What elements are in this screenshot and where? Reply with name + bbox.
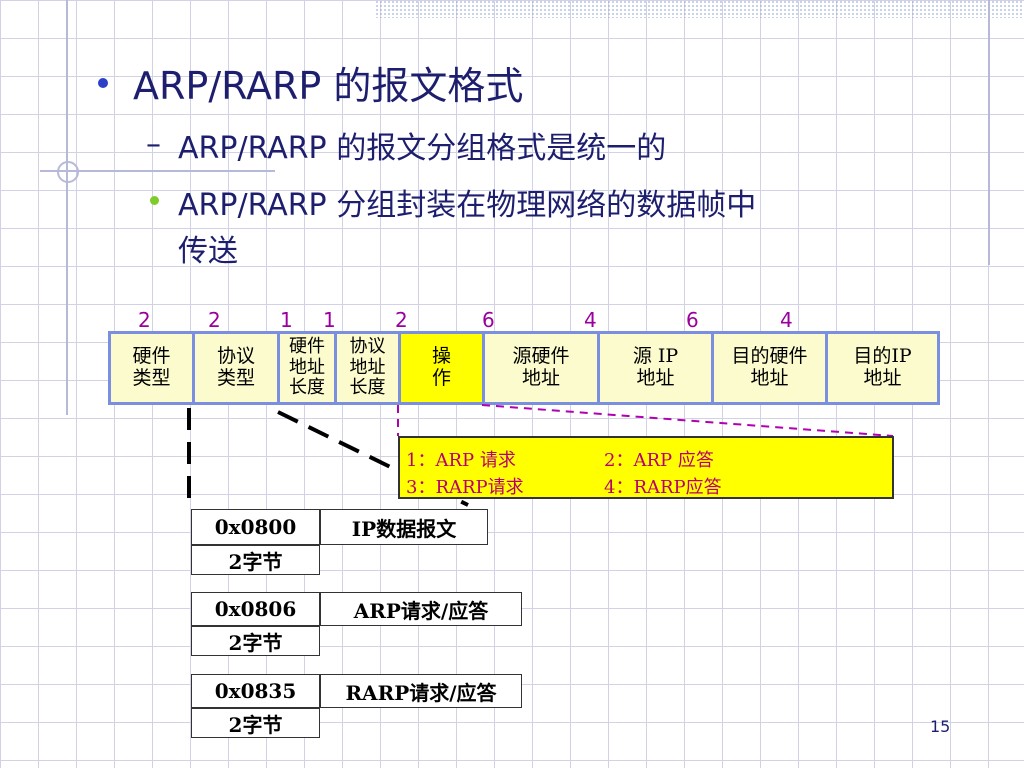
- field-label: 源硬件: [512, 345, 570, 368]
- header-dot-band: [375, 0, 1024, 18]
- op-code-3: 3：RARP请求: [406, 477, 524, 498]
- field-size-8: 6: [686, 308, 699, 332]
- field-size-7: 4: [584, 308, 597, 332]
- field-label: 目的硬件: [731, 345, 808, 368]
- frame-type-payload: IP数据报文: [320, 509, 488, 545]
- field-size-3: 1: [280, 308, 293, 332]
- frame-type-payload: ARP请求/应答: [320, 592, 522, 626]
- field-protocol-address-length: 协议 地址 长度: [334, 334, 398, 402]
- field-label: 协议: [349, 335, 386, 357]
- field-size-1: 2: [138, 308, 151, 332]
- op-code-4: 4：RARP应答: [604, 477, 722, 498]
- sub-bullet-2: ARP/RARP 分组封装在物理网络的数据帧中: [178, 188, 757, 223]
- field-label: 协议: [216, 345, 255, 368]
- field-target-ip-address: 目的IP 地址: [825, 334, 937, 402]
- sub-bullet-2-continued: 传送: [178, 234, 238, 269]
- field-target-hardware-address: 目的硬件 地址: [711, 334, 825, 402]
- field-source-ip-address: 源 IP 地址: [597, 334, 711, 402]
- field-label: 硬件: [289, 335, 325, 357]
- page-number: 15: [930, 717, 951, 736]
- field-operation: 操 作: [398, 334, 482, 402]
- page-title: ARP/RARP 的报文格式: [133, 64, 524, 108]
- field-label: 硬件: [132, 345, 171, 368]
- field-hardware-type: 硬件 类型: [111, 334, 192, 402]
- packet-format-frame: [108, 331, 940, 405]
- field-label: 源 IP: [632, 345, 679, 368]
- field-size-4: 1: [323, 308, 336, 332]
- decorative-circle: [57, 161, 79, 183]
- field-label: 目的IP: [853, 345, 912, 368]
- field-label: 地址: [289, 356, 325, 378]
- field-label: 地址: [636, 367, 675, 389]
- frame-type-payload: RARP请求/应答: [320, 674, 522, 708]
- field-size-5: 2: [395, 308, 408, 332]
- divider-line: [40, 170, 275, 172]
- field-label: 长度: [349, 377, 386, 399]
- op-code-1: 1：ARP 请求: [406, 450, 516, 471]
- field-hardware-address-length: 硬件 地址 长度: [277, 334, 334, 402]
- field-label: 地址: [863, 367, 902, 389]
- frame-type-code: 0x0800: [191, 509, 320, 545]
- field-label: 长度: [289, 377, 325, 399]
- frame-type-size: 2字节: [191, 545, 320, 575]
- frame-type-code: 0x0806: [191, 592, 320, 626]
- field-label: 操: [431, 345, 451, 368]
- field-label: 地址: [521, 367, 560, 389]
- bullet-icon: [98, 78, 108, 88]
- operation-codes-box: 1：ARP 请求 2：ARP 应答 3：RARP请求 4：RARP应答: [398, 436, 894, 499]
- field-size-6: 6: [482, 308, 495, 332]
- field-label: 作: [431, 367, 451, 389]
- left-rule-line: [66, 0, 68, 415]
- frame-type-code: 0x0835: [191, 674, 320, 708]
- frame-type-size: 2字节: [191, 626, 320, 656]
- field-label: 类型: [216, 367, 255, 389]
- right-rule-line: [988, 0, 990, 265]
- field-label: 类型: [132, 367, 171, 389]
- frame-type-size: 2字节: [191, 708, 320, 738]
- green-bullet-icon: [150, 196, 159, 205]
- field-size-9: 4: [780, 308, 793, 332]
- field-source-hardware-address: 源硬件 地址: [482, 334, 597, 402]
- op-code-2: 2：ARP 应答: [604, 450, 714, 471]
- field-size-2: 2: [208, 308, 221, 332]
- field-protocol-type: 协议 类型: [192, 334, 277, 402]
- field-label: 地址: [349, 356, 386, 378]
- operation-dash-right: [481, 404, 894, 437]
- field-label: 地址: [750, 367, 789, 389]
- sub-bullet-1: ARP/RARP 的报文分组格式是统一的: [178, 131, 667, 166]
- dash-bullet-icon: –: [146, 127, 161, 162]
